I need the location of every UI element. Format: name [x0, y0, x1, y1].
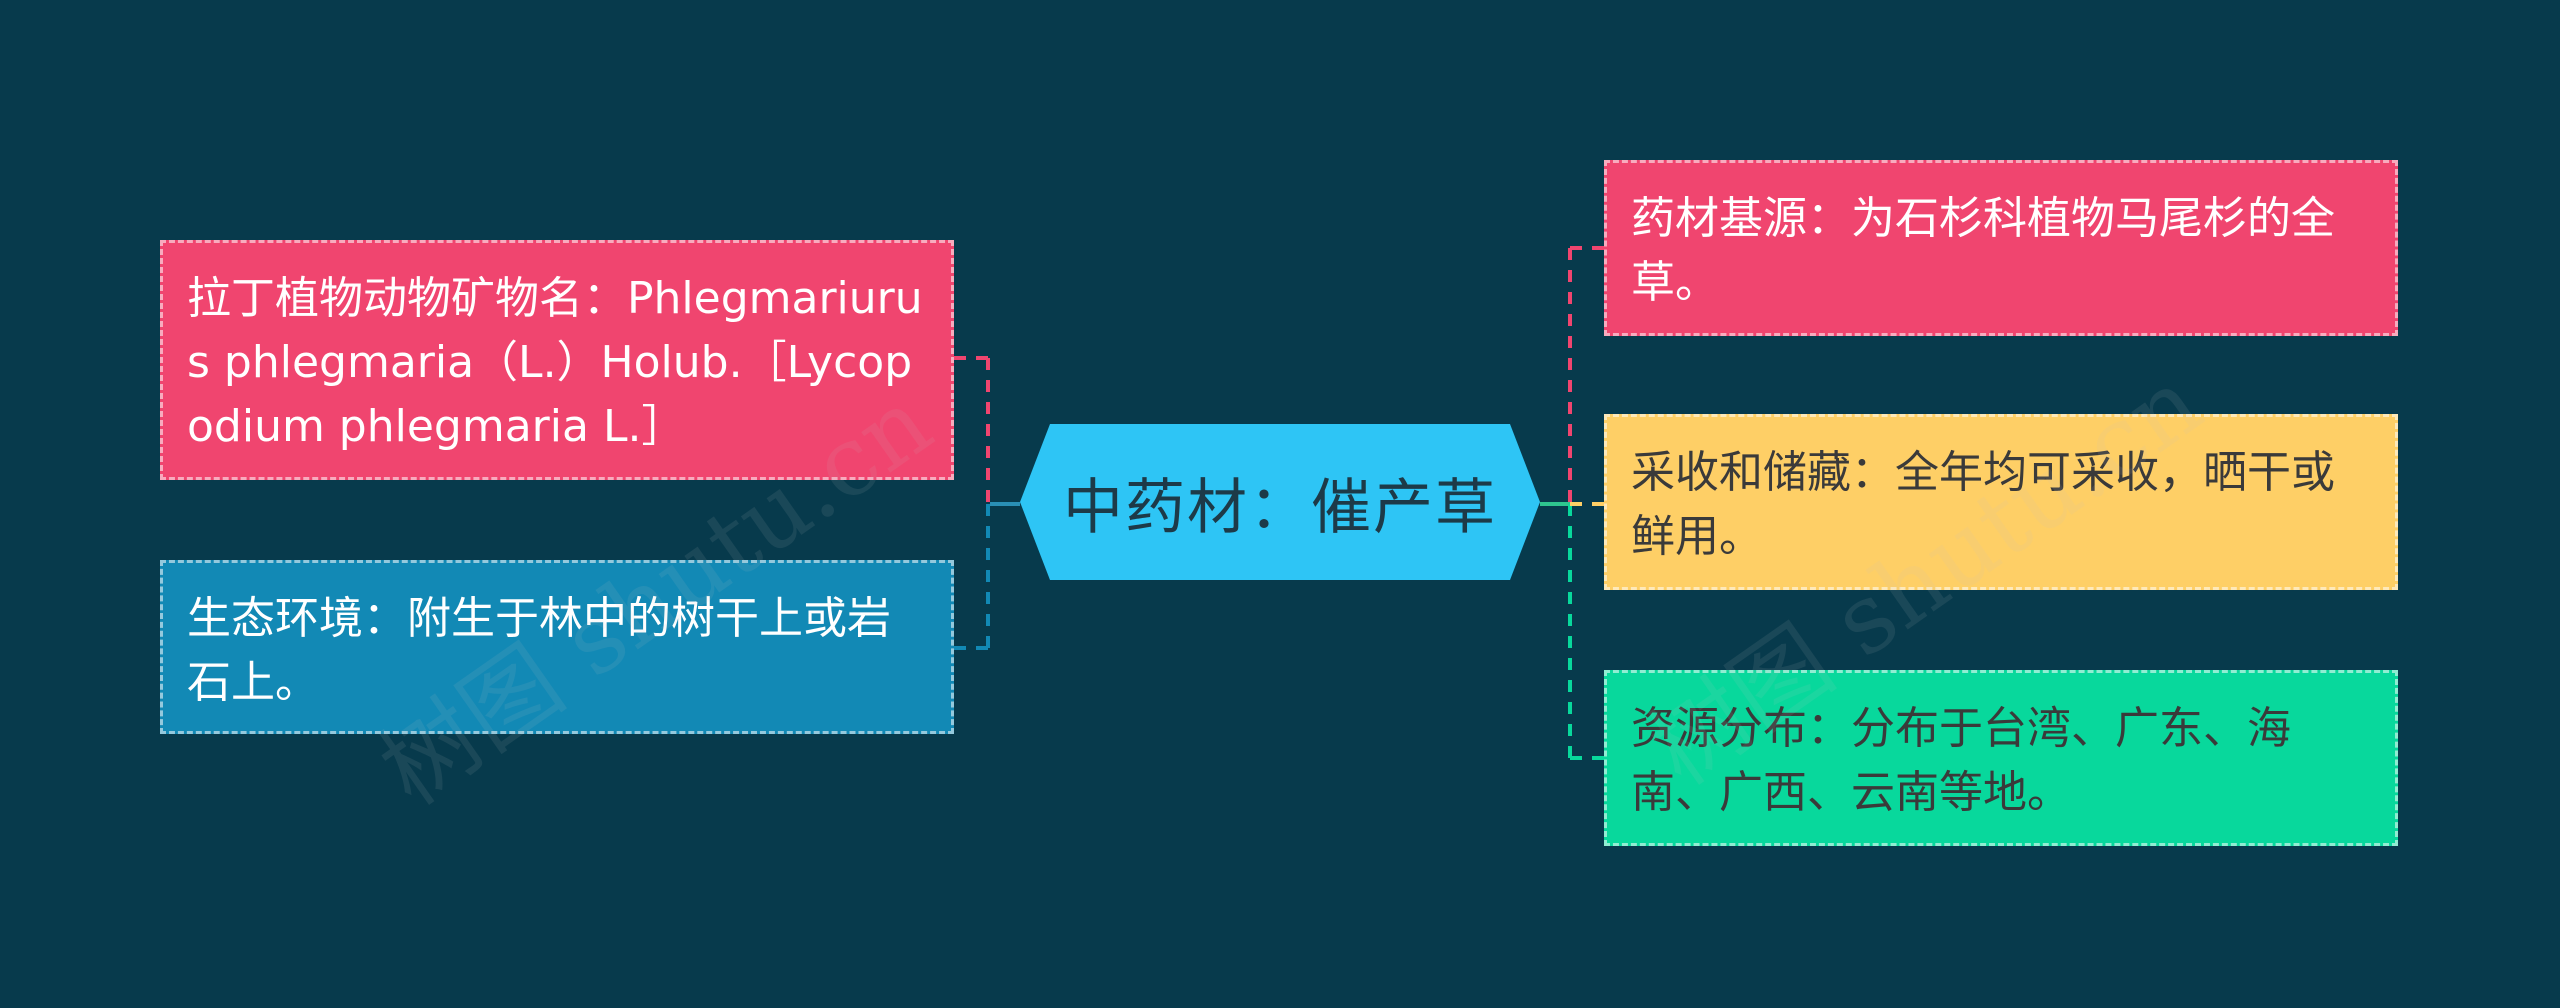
- central-topic-label: 中药材：催产草: [1063, 472, 1497, 543]
- node-source[interactable]: 药材基源：为石杉科植物马尾杉的全草。: [1604, 160, 2398, 336]
- central-topic-shape: [1020, 424, 1540, 580]
- central-topic[interactable]: 中药材：催产草: [1020, 424, 1540, 580]
- node-habitat[interactable]: 生态环境：附生于林中的树干上或岩石上。: [160, 560, 954, 734]
- node-distribution[interactable]: 资源分布：分布于台湾、广东、海南、广西、云南等地。: [1604, 670, 2398, 846]
- node-latin-name[interactable]: 拉丁植物动物矿物名：Phlegmariurus phlegmaria（L.）Ho…: [160, 240, 954, 480]
- node-harvest[interactable]: 采收和储藏：全年均可采收，晒干或鲜用。: [1604, 414, 2398, 590]
